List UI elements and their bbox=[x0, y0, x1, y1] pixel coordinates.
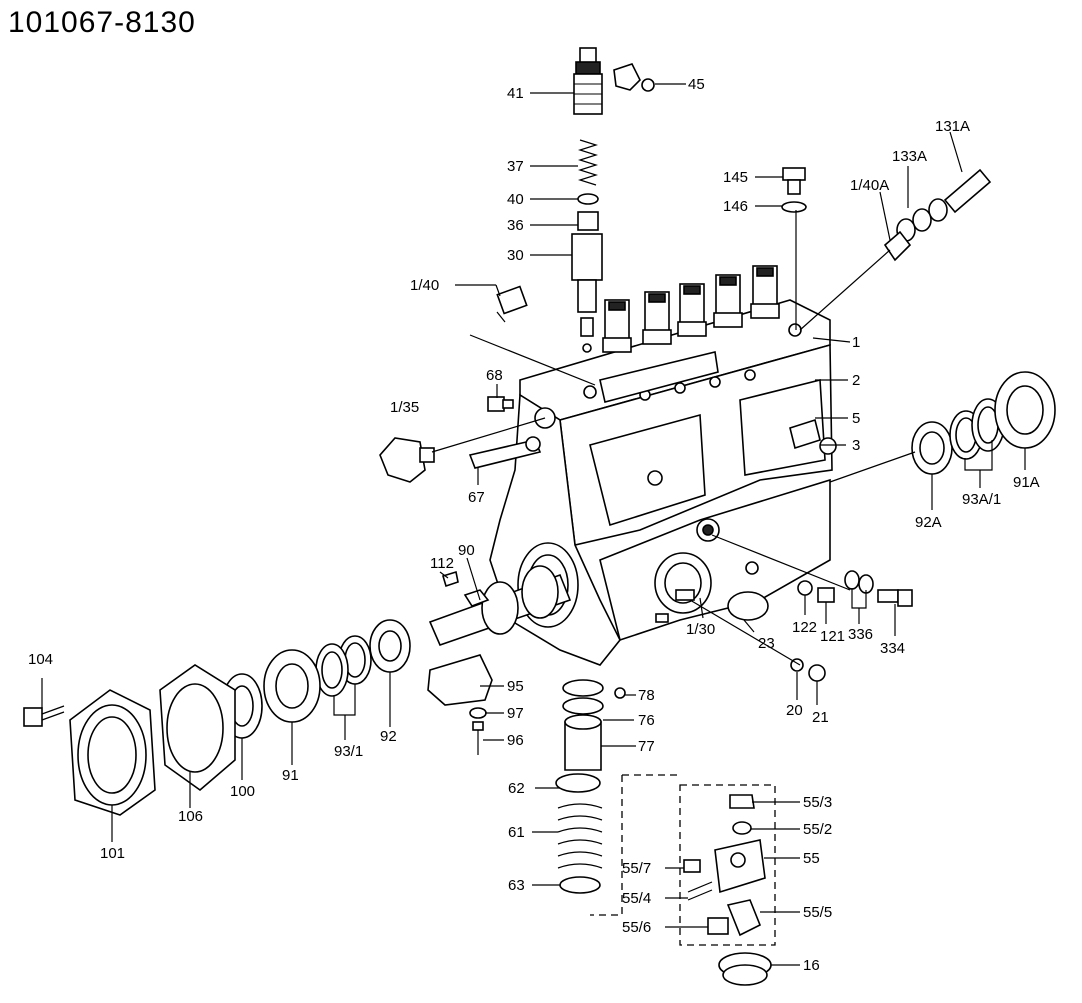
callout-95: 95 bbox=[507, 678, 524, 695]
callout-37: 37 bbox=[507, 158, 524, 175]
callout-55-7: 55/7 bbox=[622, 860, 651, 877]
callout-16: 16 bbox=[803, 957, 820, 974]
governor-group bbox=[590, 774, 776, 946]
top-valve-stack bbox=[571, 47, 603, 353]
bolt-1-40 bbox=[496, 285, 528, 323]
callout-112: 112 bbox=[430, 555, 454, 572]
diagram-title: 101067-8130 bbox=[8, 6, 196, 39]
callout-122: 122 bbox=[792, 619, 817, 636]
parts-95-97-96 bbox=[427, 654, 493, 755]
callout-91A: 91A bbox=[1013, 474, 1040, 491]
callout-55-4: 55/4 bbox=[622, 890, 651, 907]
callout-68: 68 bbox=[486, 367, 503, 384]
key-112 bbox=[442, 570, 459, 588]
callout-336: 336 bbox=[848, 626, 873, 643]
callout-106: 106 bbox=[178, 808, 203, 825]
bolt-68 bbox=[487, 396, 514, 412]
callout-2: 2 bbox=[852, 372, 860, 389]
callout-1-30: 1/30 bbox=[686, 621, 715, 638]
delivery-valve-holders bbox=[602, 265, 780, 353]
callout-63: 63 bbox=[508, 877, 525, 894]
callout-131A: 131A bbox=[935, 118, 970, 135]
callout-55-6: 55/6 bbox=[622, 919, 651, 936]
callout-23: 23 bbox=[758, 635, 775, 652]
parts-5-3 bbox=[789, 418, 837, 455]
callout-67: 67 bbox=[468, 489, 485, 506]
clamp-part bbox=[613, 63, 655, 92]
callout-90: 90 bbox=[458, 542, 475, 559]
callout-55-2: 55/2 bbox=[803, 821, 832, 838]
callout-40: 40 bbox=[507, 191, 524, 208]
bolt-104 bbox=[23, 705, 65, 727]
callout-96: 96 bbox=[507, 732, 524, 749]
callout-5: 5 bbox=[852, 410, 860, 427]
callout-1: 1 bbox=[852, 334, 860, 351]
callout-30: 30 bbox=[507, 247, 524, 264]
pump-housing bbox=[489, 299, 833, 666]
callout-55-5: 55/5 bbox=[803, 904, 832, 921]
callout-1-35: 1/35 bbox=[390, 399, 419, 416]
callout-41: 41 bbox=[507, 85, 524, 102]
callout-104: 104 bbox=[28, 651, 53, 668]
cap-16 bbox=[718, 952, 772, 986]
callout-145: 145 bbox=[723, 169, 748, 186]
bolt-145 bbox=[781, 167, 807, 213]
control-rack bbox=[468, 436, 542, 469]
callout-93A-1: 93A/1 bbox=[962, 491, 1001, 508]
callout-146: 146 bbox=[723, 198, 748, 215]
callout-20: 20 bbox=[786, 702, 803, 719]
right-bearing-group bbox=[911, 371, 1056, 475]
leader-lines bbox=[41, 83, 1026, 966]
callout-55: 55 bbox=[803, 850, 820, 867]
inlet-fitting bbox=[883, 168, 992, 262]
callout-91: 91 bbox=[282, 767, 299, 784]
camshaft bbox=[428, 565, 572, 646]
callout-45: 45 bbox=[688, 76, 705, 93]
callout-61: 61 bbox=[508, 824, 525, 841]
callout-55-3: 55/3 bbox=[803, 794, 832, 811]
callout-100: 100 bbox=[230, 783, 255, 800]
callout-97: 97 bbox=[507, 705, 524, 722]
callout-92: 92 bbox=[380, 728, 397, 745]
callout-3: 3 bbox=[852, 437, 860, 454]
callout-76: 76 bbox=[638, 712, 655, 729]
callout-101: 101 bbox=[100, 845, 125, 862]
callout-334: 334 bbox=[880, 640, 905, 657]
callout-21: 21 bbox=[812, 709, 829, 726]
callout-labels: 41 45 37 40 36 30 145 146 1/40A 133A 131… bbox=[28, 76, 1040, 974]
callout-62: 62 bbox=[508, 780, 525, 797]
plug-1-35 bbox=[379, 437, 435, 483]
callout-36: 36 bbox=[507, 217, 524, 234]
left-bearing-group bbox=[69, 619, 411, 816]
tappet-column bbox=[555, 679, 626, 894]
callout-93-1: 93/1 bbox=[334, 743, 363, 760]
callout-77: 77 bbox=[638, 738, 655, 755]
callout-133A: 133A bbox=[892, 148, 927, 165]
callout-78: 78 bbox=[638, 687, 655, 704]
callout-121: 121 bbox=[820, 628, 845, 645]
callout-1-40A: 1/40A bbox=[850, 177, 889, 194]
callout-1-40: 1/40 bbox=[410, 277, 439, 294]
callout-92A: 92A bbox=[915, 514, 942, 531]
